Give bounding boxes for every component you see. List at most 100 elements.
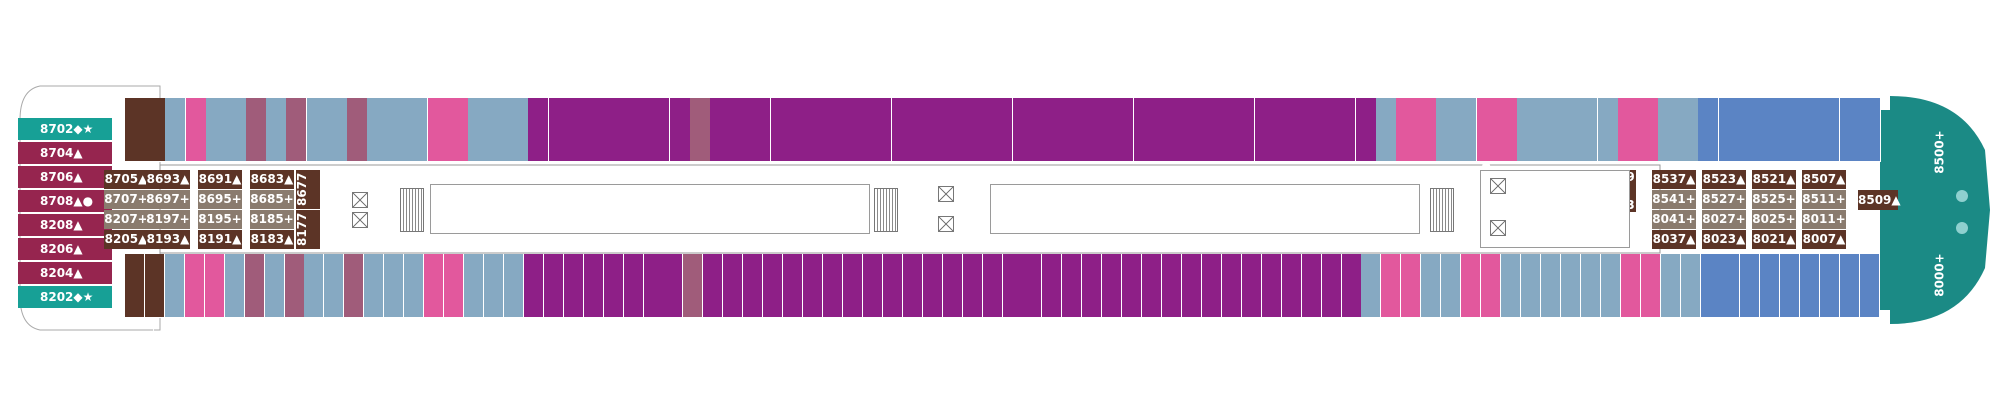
cabin[interactable]: 8594▲ — [1133, 98, 1155, 208]
cabin[interactable]: 8052 — [1540, 254, 1561, 364]
cabin[interactable]: 8705▲ — [104, 170, 148, 189]
cabin[interactable]: 8693▲ — [146, 170, 190, 189]
cabin[interactable]: 8698▲ — [165, 98, 187, 208]
stern-cabin[interactable]: 8202◆★ — [18, 286, 112, 308]
cabin[interactable]: 8076▲ — [1301, 254, 1322, 364]
cabin[interactable]: 8134▲ — [723, 254, 744, 364]
cabin[interactable]: 8682+ — [246, 98, 268, 208]
cabin[interactable]: 8550 — [1557, 98, 1579, 208]
cabin[interactable]: 8114▲● — [922, 254, 943, 364]
cabin[interactable]: 8088▲ — [1181, 254, 1202, 364]
cabin[interactable]: 8668▲ — [387, 98, 409, 208]
cabin[interactable]: 8530▲ — [1698, 98, 1720, 208]
stern-cabin[interactable]: 8208▲ — [18, 214, 112, 236]
cabin[interactable]: 8572▲ — [1355, 98, 1377, 208]
cabin[interactable]: 8666▲ — [407, 98, 429, 208]
cabin[interactable]: 8626▲ — [810, 98, 832, 208]
cabin[interactable]: 8054▲ — [1521, 254, 1542, 364]
cabin[interactable]: 8182+ — [244, 254, 265, 364]
cabin[interactable]: 8672+ — [346, 98, 368, 208]
cabin[interactable]: 8604▲ — [1032, 98, 1054, 208]
cabin[interactable]: 8080▲ — [1261, 254, 1282, 364]
cabin[interactable]: 8082▲ — [1241, 254, 1262, 364]
stern-cabin[interactable]: 8706▲ — [18, 166, 112, 188]
cabin[interactable]: 8636▲ — [710, 98, 731, 208]
cabin[interactable]: 8028▲ — [1720, 254, 1741, 364]
cabin[interactable]: 8118▲● — [882, 254, 903, 364]
cabin[interactable]: 8512 — [1819, 98, 1841, 208]
cabin[interactable]: 8537▲ — [1652, 170, 1696, 189]
cabin[interactable]: 8509▲ — [1858, 190, 1901, 210]
cabin[interactable]: 8586▲ — [1214, 98, 1236, 208]
cabin[interactable]: 8018 — [1760, 254, 1781, 364]
cabin[interactable]: 8084▲ — [1221, 254, 1242, 364]
cabin[interactable]: 8102▲ — [1042, 254, 1063, 364]
cabin[interactable]: 8037▲ — [1652, 230, 1696, 249]
cabin[interactable]: 8648▲ — [588, 98, 610, 208]
cabin[interactable]: 8558 — [1496, 98, 1518, 208]
cabin[interactable]: 8699+ — [145, 98, 167, 208]
cabin[interactable]: 8168▲ — [384, 254, 405, 364]
cabin[interactable]: 8602▲ — [1052, 98, 1074, 208]
cabin[interactable]: 8056▲ — [1501, 254, 1522, 364]
cabin[interactable]: 8570▲ — [1375, 98, 1397, 208]
cabin[interactable]: 8606▲ — [1012, 98, 1034, 208]
cabin[interactable]: 8614▲ — [931, 98, 953, 208]
cabin[interactable]: 8504 — [1839, 98, 1861, 208]
cabin[interactable]: 8630▲ — [770, 98, 792, 208]
cabin[interactable]: 8124▲ — [823, 254, 843, 364]
cabin[interactable]: 8100▲ — [1062, 254, 1083, 364]
cabin[interactable]: 8016 — [1780, 254, 1801, 364]
cabin[interactable]: 8680▲ — [266, 98, 288, 208]
cabin[interactable]: 8568▲ — [1395, 98, 1417, 208]
cabin[interactable]: 8688▲ — [205, 98, 227, 208]
cabin[interactable]: 8523▲ — [1702, 170, 1746, 189]
cabin[interactable]: 8027+ — [1702, 210, 1746, 229]
cabin[interactable]: 8132▲ — [743, 254, 764, 364]
cabin[interactable]: 8507▲ — [1802, 170, 1846, 189]
cabin[interactable]: 8546 — [1597, 98, 1619, 208]
cabin[interactable]: 8004 — [1840, 254, 1861, 364]
stern-cabin[interactable]: 8702◆★ — [18, 118, 112, 140]
cabin[interactable]: 8707+ — [104, 190, 148, 209]
cabin[interactable]: 8106▲ — [1002, 254, 1023, 364]
cabin[interactable]: 8032 — [1680, 254, 1701, 364]
cabin[interactable]: 8036▲ — [1640, 254, 1661, 364]
cabin[interactable]: 8199+ — [144, 254, 165, 364]
cabin[interactable]: 8620▲ — [871, 98, 893, 208]
cabin[interactable]: 8640▲ — [669, 98, 691, 208]
cabin[interactable]: 8690+ — [185, 98, 207, 208]
cabin[interactable]: 8140▲ — [663, 254, 684, 364]
cabin[interactable]: 8554■ — [1516, 98, 1538, 208]
cabin[interactable]: 8502 — [1859, 98, 1881, 208]
cabin[interactable]: 8023▲ — [1702, 230, 1746, 249]
cabin[interactable]: 8178+ — [284, 254, 305, 364]
cabin[interactable]: 8186▲ — [224, 254, 245, 364]
cabin[interactable]: 8152▲ — [543, 254, 564, 364]
cabin[interactable]: 8205▲ — [104, 230, 148, 249]
cabin[interactable]: 8074▲ — [1321, 254, 1342, 364]
cabin[interactable]: 8622▲ — [851, 98, 873, 208]
cabin[interactable]: 8172+ — [344, 254, 365, 364]
cabin[interactable]: 8616▲ — [911, 98, 933, 208]
cabin[interactable]: 8691▲ — [198, 170, 242, 189]
cabin[interactable]: 8564▲ — [1436, 98, 1458, 208]
cabin[interactable]: 8154▲ — [523, 254, 544, 364]
cabin[interactable]: 8588▲ — [1194, 98, 1216, 208]
cabin[interactable]: 8646▲ — [609, 98, 631, 208]
cabin[interactable]: 8062▲ — [1441, 254, 1462, 364]
cabin[interactable]: 8642▲ — [649, 98, 671, 208]
cabin[interactable]: 8014▲ — [1800, 254, 1821, 364]
cabin[interactable]: 8584▲ — [1234, 98, 1256, 208]
stern-cabin[interactable]: 8704▲ — [18, 142, 112, 164]
cabin[interactable]: 8070▲ — [1361, 254, 1382, 364]
cabin[interactable]: 8166▲ — [404, 254, 425, 364]
cabin[interactable]: 8086▲ — [1201, 254, 1222, 364]
cabin[interactable]: 8041+ — [1652, 210, 1696, 229]
cabin[interactable]: 8562▲ — [1456, 98, 1478, 208]
cabin[interactable]: 8685+ — [250, 190, 294, 209]
cabin[interactable]: 8618▲ — [891, 98, 913, 208]
cabin[interactable]: 8198▲ — [164, 254, 185, 364]
cabin[interactable]: 8068▲ — [1381, 254, 1402, 364]
cabin[interactable]: 8650▲ — [568, 98, 590, 208]
